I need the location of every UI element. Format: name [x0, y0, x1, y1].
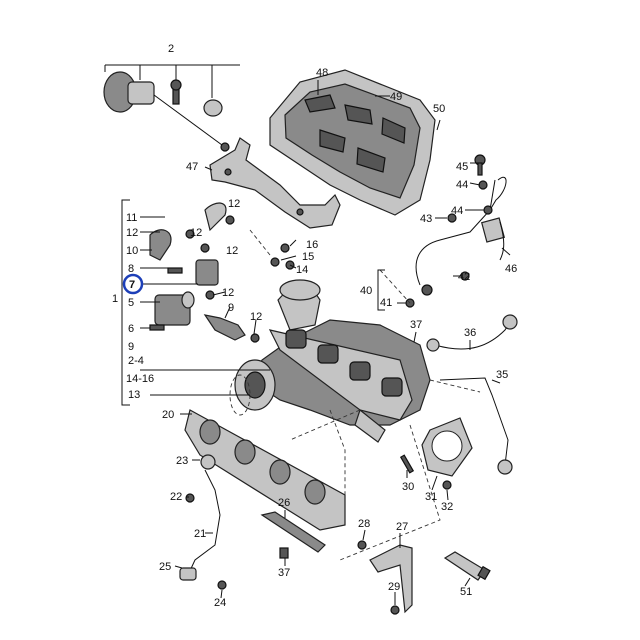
callout-16: 16 — [306, 239, 318, 251]
callout-9-right: 9 — [228, 302, 234, 314]
callout-37-lower: 37 — [278, 567, 290, 579]
callout-12-right: 12 — [226, 245, 238, 257]
callout-46: 46 — [505, 263, 517, 275]
callout-29: 29 — [388, 581, 400, 593]
callout-35: 35 — [496, 369, 508, 381]
callout-2: 2 — [168, 43, 174, 55]
oil-line-part — [405, 154, 507, 308]
heat-shield-part — [269, 69, 436, 216]
callout-11: 11 — [126, 212, 137, 224]
wastegate-actuator-part — [103, 71, 230, 152]
callout-40: 40 — [360, 285, 372, 297]
callout-37-upper: 37 — [410, 319, 422, 331]
callout-12-lower: 12 — [222, 287, 234, 299]
callout-24: 24 — [214, 597, 226, 609]
callout-42: 42 — [458, 271, 470, 283]
callout-32: 32 — [441, 501, 453, 513]
callout-47: 47 — [186, 161, 198, 173]
callout-25: 25 — [159, 561, 171, 573]
callout-12-turbo: 12 — [250, 311, 262, 323]
oil-return-pipe-part — [179, 454, 227, 590]
callout-7-highlight-ring — [122, 273, 144, 295]
callout-28: 28 — [358, 518, 370, 530]
callout-44-lower: 44 — [451, 205, 463, 217]
callout-20: 20 — [162, 409, 174, 421]
callout-13: 13 — [128, 389, 140, 401]
callout-23: 23 — [176, 455, 188, 467]
coolant-pipe-part — [426, 314, 518, 475]
callout-26: 26 — [278, 497, 290, 509]
callout-leaders — [104, 64, 511, 605]
callout-9-left: 9 — [128, 341, 134, 353]
callout-50: 50 — [433, 103, 445, 115]
callout-15: 15 — [302, 251, 314, 263]
callout-31: 31 — [425, 491, 437, 503]
mount-bracket-part — [357, 540, 413, 615]
callout-1: 1 — [112, 293, 118, 305]
assembly-lines — [249, 229, 481, 561]
turbocharger-body-part — [234, 279, 431, 443]
callout-labels: 2 48 49 50 47 45 44 44 43 46 11 12 12 10… — [112, 43, 517, 609]
callout-44-upper: 44 — [456, 179, 468, 191]
manifold-gasket-part — [184, 374, 346, 531]
callout-12-mid: 12 — [190, 227, 202, 239]
heat-plate-part — [260, 511, 326, 559]
callout-6: 6 — [128, 323, 134, 335]
bracket-part — [209, 137, 341, 229]
callout-12-top: 12 — [228, 198, 240, 210]
callout-14: 14 — [296, 264, 308, 276]
callout-41: 41 — [380, 297, 392, 309]
callout-22: 22 — [170, 491, 182, 503]
callout-21: 21 — [194, 528, 206, 540]
hose-valve-cluster-part — [149, 202, 295, 343]
round-gasket-part — [399, 417, 473, 490]
callout-36: 36 — [464, 327, 476, 339]
callout-27: 27 — [396, 521, 408, 533]
callout-43: 43 — [420, 213, 432, 225]
callout-5: 5 — [128, 297, 134, 309]
callout-12-left: 12 — [126, 227, 138, 239]
callout-30: 30 — [402, 481, 414, 493]
callout-49: 49 — [390, 91, 402, 103]
callout-51: 51 — [460, 586, 472, 598]
callout-7[interactable]: 7 — [129, 279, 135, 291]
callout-10: 10 — [126, 245, 138, 257]
callout-2-4: 2-4 — [128, 355, 144, 367]
callout-14-16: 14-16 — [126, 373, 154, 385]
sleeve-part — [443, 551, 491, 581]
callout-48: 48 — [316, 67, 328, 79]
callout-8: 8 — [128, 263, 134, 275]
callout-45: 45 — [456, 161, 468, 173]
